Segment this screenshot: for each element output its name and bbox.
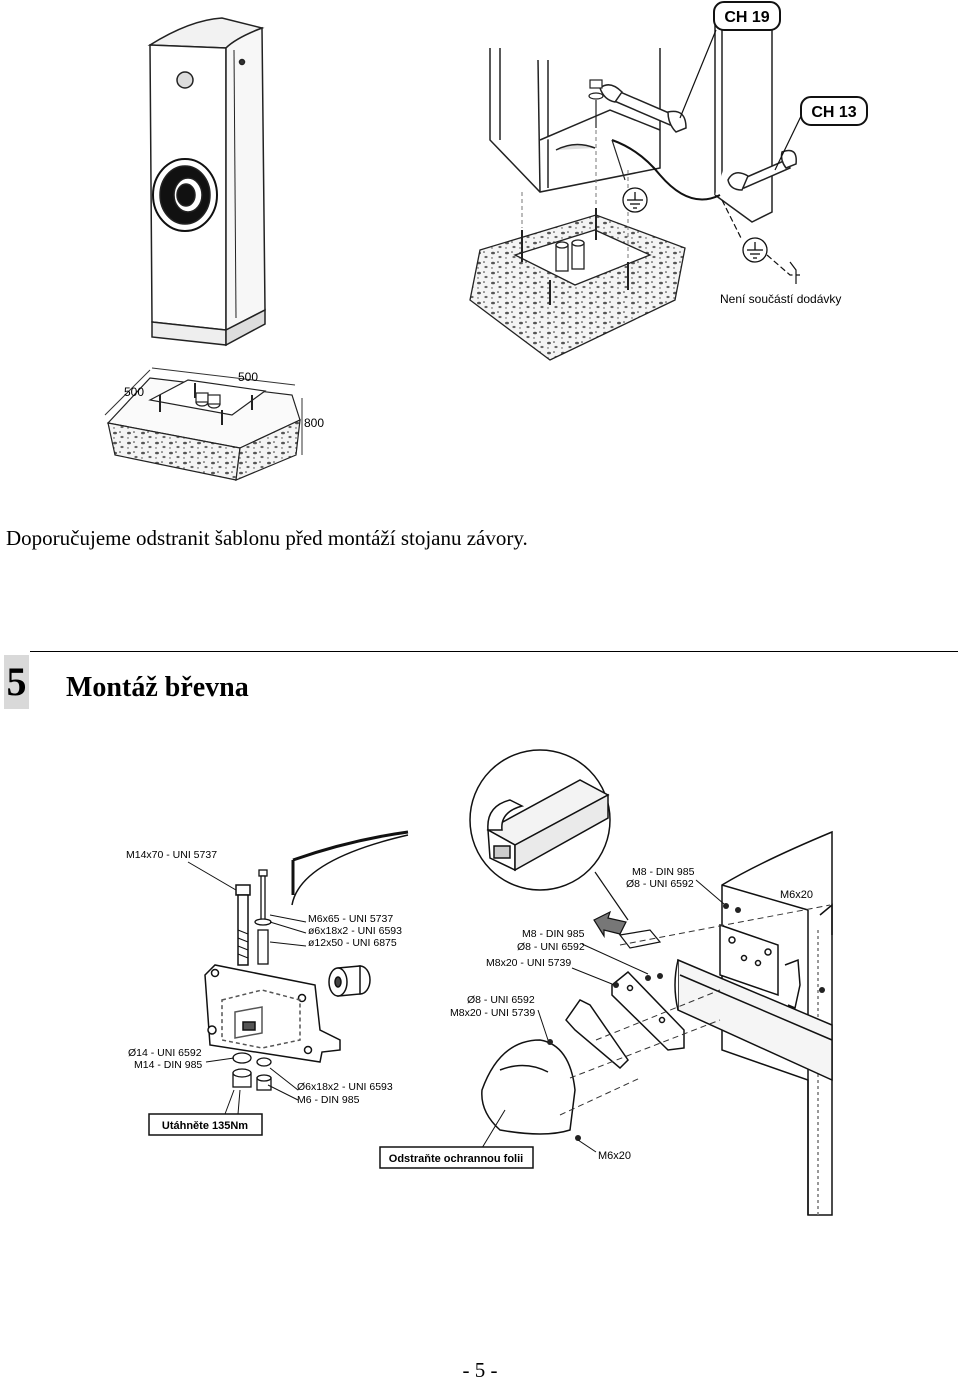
remove-film-note: Odstraňte ochrannou folii: [389, 1153, 523, 1165]
ground-symbol-icon: [622, 187, 648, 213]
arrow-icon: [593, 910, 662, 949]
ch13-label: CH 13: [811, 104, 856, 121]
part-label: Ø8 - UNI 6592: [467, 994, 535, 1006]
end-cap: [481, 1039, 576, 1135]
washers-nuts: [232, 1052, 272, 1091]
concrete-foundation: [469, 130, 686, 361]
boom-beam: [674, 958, 833, 1082]
part-label: M6x20: [598, 1150, 631, 1162]
ch13-label-box: [800, 96, 868, 126]
dimension-label: 500: [124, 385, 144, 399]
part-label: M6x20: [780, 889, 813, 901]
part-label: Ø6x18x2 - UNI 6593: [297, 1081, 393, 1093]
hardware-stack: [588, 79, 604, 128]
part-label: M6 - DIN 985: [297, 1094, 360, 1106]
foundation-dimensioned: [104, 367, 303, 481]
ch19-label: CH 19: [724, 9, 769, 26]
part-label: M8 - DIN 985: [522, 928, 585, 940]
bushing-icon: [328, 965, 371, 997]
ground-symbol-icon: [742, 237, 768, 263]
part-label: M8x20 - UNI 5739: [450, 1007, 535, 1019]
part-label: Ø8 - UNI 6592: [626, 878, 694, 890]
support-bracket: [565, 999, 629, 1070]
section-title: Montáž břevna: [66, 672, 249, 703]
wrench-ch13-icon: [727, 149, 797, 191]
not-included-label: Není součástí dodávky: [720, 292, 841, 306]
boom-assembly-figure: M14x70 - UNI 5737 M6x65 - UNI 5737 ø6x18…: [0, 740, 960, 1220]
installation-figure-top: 500 500 800: [0, 0, 960, 490]
screw-icons: [547, 903, 825, 1141]
boom-plate: [719, 923, 801, 1010]
part-label: M14x70 - UNI 5737: [126, 849, 217, 861]
boom-profile-detail: [469, 749, 611, 891]
tighten-note: Utáhněte 135Nm: [162, 1120, 248, 1132]
ch19-label-box: [713, 1, 781, 31]
tighten-note-box: [148, 1113, 263, 1136]
part-label: Ø14 - UNI 6592: [128, 1047, 202, 1059]
part-label: M8x20 - UNI 5739: [486, 957, 571, 969]
bolt-m14x70-icon: [235, 884, 251, 966]
installation-note: Doporučujeme odstranit šablonu před mont…: [6, 526, 528, 550]
dimension-label: 800: [304, 416, 324, 430]
barrier-cabinet: [147, 17, 266, 347]
clamp-bracket: [611, 970, 685, 1051]
wrench-ch19-icon: [599, 84, 687, 133]
part-label: ø12x50 - UNI 6875: [308, 937, 397, 949]
dimension-label: 500: [238, 370, 258, 384]
page-number: - 5 -: [462, 1358, 498, 1382]
section-divider: [30, 651, 958, 652]
bolt-m6x65-icon: [254, 869, 272, 965]
part-label: M14 - DIN 985: [134, 1059, 202, 1071]
remove-film-box: [379, 1146, 534, 1169]
mount-bracket: [204, 964, 341, 1063]
section-number: 5: [4, 655, 29, 709]
part-label: ø6x18x2 - UNI 6593: [308, 925, 402, 937]
ground-cable: [611, 139, 721, 201]
part-label: M6x65 - UNI 5737: [308, 913, 393, 925]
part-label: M8 - DIN 985: [632, 866, 695, 878]
part-label: Ø8 - UNI 6592: [517, 941, 585, 953]
